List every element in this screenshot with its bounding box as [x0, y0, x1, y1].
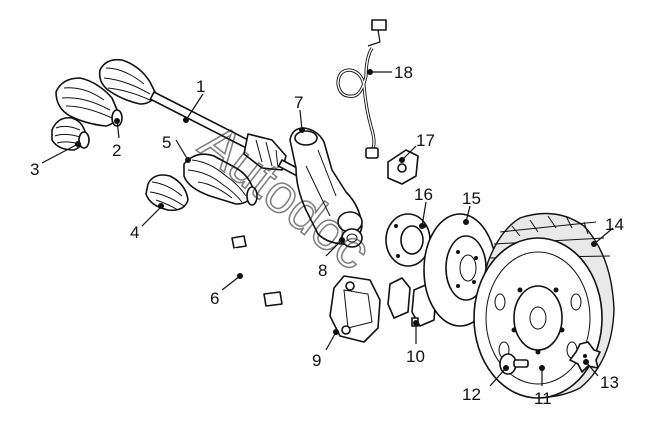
- part-6-brake-hose[interactable]: [231, 235, 283, 307]
- callout-18: 18: [394, 63, 413, 82]
- part-13-center-clip[interactable]: [569, 341, 601, 373]
- callout-17: 17: [416, 131, 435, 150]
- part-4-boot[interactable]: [145, 174, 189, 212]
- callout-7: 7: [294, 93, 303, 112]
- callout-2: 2: [112, 141, 121, 160]
- part-5-inner-boot[interactable]: [183, 153, 258, 206]
- callout-13: 13: [600, 373, 619, 392]
- callout-11: 11: [534, 389, 552, 408]
- part-11-wheel-rim[interactable]: [473, 237, 603, 399]
- callout-16: 16: [414, 185, 433, 204]
- part-17-bracket[interactable]: [387, 149, 419, 185]
- callout-9: 9: [312, 351, 321, 370]
- callout-6: 6: [210, 289, 219, 308]
- part-18-abs-sensor[interactable]: [336, 19, 387, 159]
- callout-labels: 1 2 3 4 5 6 7 8 9 10 11 12 13 14 15 16 1…: [30, 63, 624, 408]
- callout-14: 14: [605, 215, 624, 234]
- callout-5: 5: [162, 133, 171, 152]
- callout-4: 4: [130, 223, 139, 242]
- part-3-small-boot[interactable]: [51, 116, 90, 151]
- callout-15: 15: [462, 189, 481, 208]
- part-8-bearing[interactable]: [341, 228, 363, 248]
- callout-10: 10: [406, 347, 425, 366]
- callout-12: 12: [462, 385, 481, 404]
- part-9-caliper[interactable]: [329, 275, 381, 343]
- callout-8: 8: [318, 261, 327, 280]
- callout-3: 3: [30, 160, 39, 179]
- leader-lines: [41, 69, 614, 387]
- part-16-wheel-hub[interactable]: [385, 213, 431, 267]
- part-1-drive-shaft[interactable]: [98, 58, 304, 179]
- callout-1: 1: [196, 77, 205, 96]
